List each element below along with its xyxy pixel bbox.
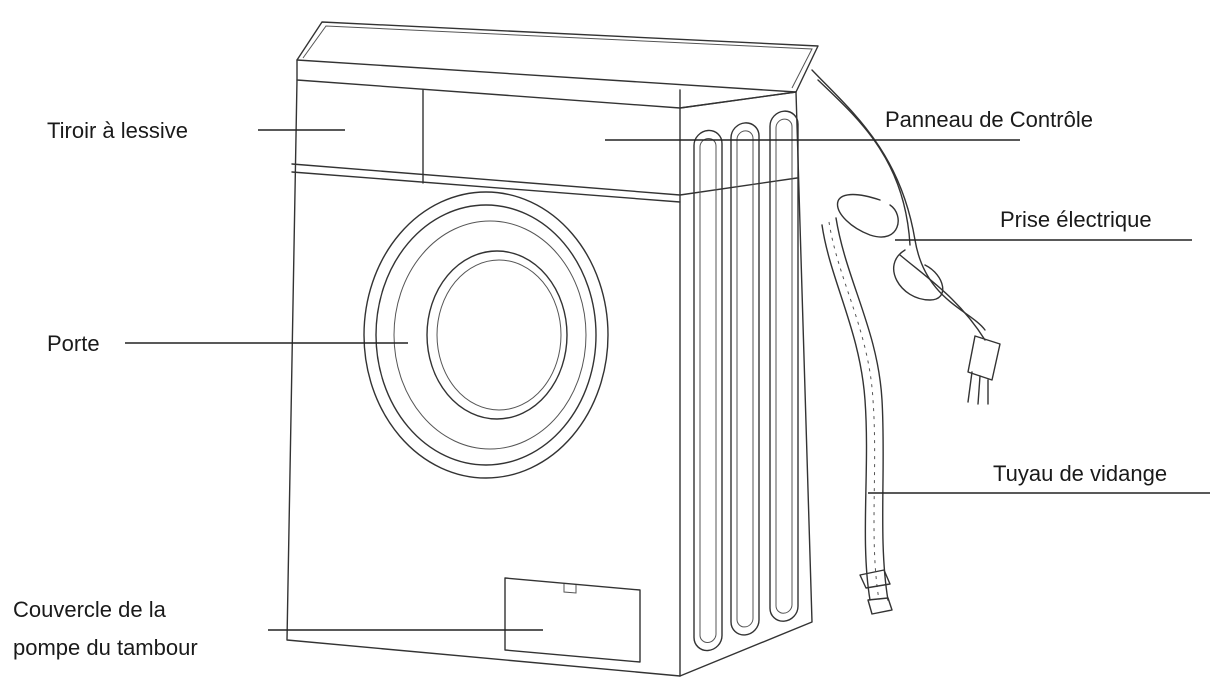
control-panel-band-bottom	[291, 171, 681, 203]
machine-front-face	[286, 79, 681, 677]
label-power-plug: Prise électrique	[1000, 207, 1152, 232]
washing-machine	[286, 21, 819, 677]
machine-top-inner-edge	[302, 25, 813, 89]
label-drain-hose: Tuyau de vidange	[993, 461, 1167, 486]
machine-side-face	[679, 91, 813, 677]
label-pump-cover-line1: Couvercle de la	[13, 597, 167, 622]
machine-top-edge	[296, 59, 797, 109]
plug-icon	[967, 335, 1001, 405]
label-detergent-drawer: Tiroir à lessive	[47, 118, 188, 143]
machine-top	[296, 21, 819, 93]
machine-side-top-edge	[679, 177, 798, 196]
pump-cover	[504, 577, 641, 663]
label-door: Porte	[47, 331, 100, 356]
power-cable	[811, 69, 986, 341]
door	[363, 191, 609, 479]
label-pump-cover-line2: pompe du tambour	[13, 635, 198, 660]
control-panel-band	[291, 163, 681, 196]
side-ribs	[693, 110, 799, 652]
label-control-panel: Panneau de Contrôle	[885, 107, 1093, 132]
drain-hose	[821, 217, 893, 615]
